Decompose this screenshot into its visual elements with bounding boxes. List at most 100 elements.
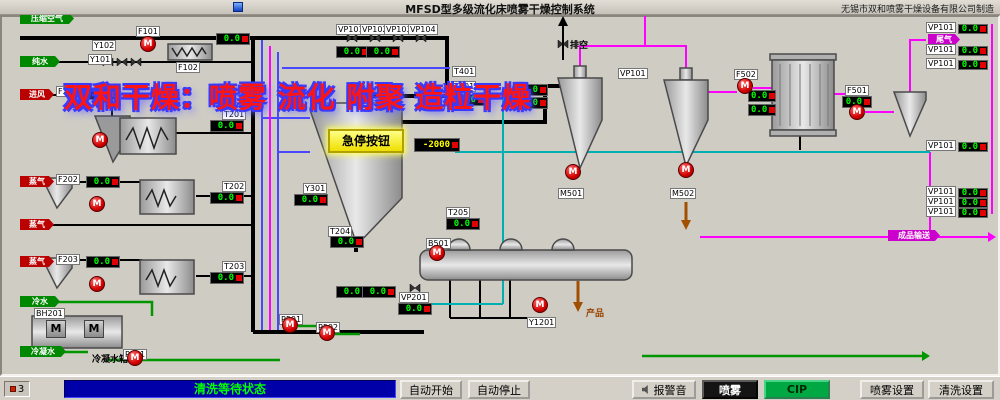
- unit-tag-icon: [392, 49, 398, 55]
- unit-tag-icon: [112, 179, 118, 185]
- value-display: 0.0: [336, 286, 370, 298]
- value-display: 0.0: [958, 24, 988, 34]
- unit-tag-icon: [980, 62, 986, 68]
- motor-icon[interactable]: M: [737, 78, 753, 94]
- page-title: MFSD型多级流化床喷雾干燥控制系统: [405, 3, 595, 16]
- unit-tag-icon: [980, 26, 986, 32]
- value-display: 0.0: [330, 236, 364, 248]
- motor-icon[interactable]: M: [92, 132, 108, 148]
- equipment-tag: VP101: [926, 22, 956, 33]
- unit-tag-icon: [540, 87, 546, 93]
- spray-button[interactable]: 喷雾: [702, 380, 758, 399]
- equipment-tag: T401: [452, 66, 477, 77]
- auto-stop-button[interactable]: 自动停止: [468, 380, 530, 399]
- unit-tag-icon: [769, 93, 776, 99]
- equipment-tag: F202: [56, 174, 80, 185]
- unit-tag-icon: [320, 197, 326, 203]
- value-display: 0.0: [86, 88, 120, 100]
- unit-tag-icon: [388, 289, 394, 295]
- button-label: 喷雾设置: [870, 383, 914, 397]
- equipment-tag: Y101: [88, 54, 113, 65]
- clean-settings-button[interactable]: 清洗设置: [928, 380, 994, 399]
- button-label: 报警音: [653, 383, 687, 397]
- value-display: 0.0: [748, 104, 776, 116]
- flow-label: 蒸气: [20, 256, 54, 267]
- equipment-tag: VP101: [926, 44, 956, 55]
- auto-start-button[interactable]: 自动开始: [400, 380, 462, 399]
- equipment-tag: VP101: [618, 68, 648, 79]
- spray-settings-button[interactable]: 喷雾设置: [860, 380, 924, 399]
- value-display: 0.0: [958, 60, 988, 70]
- value-display: 0.0: [958, 188, 988, 198]
- agitator-icon: M: [84, 320, 104, 338]
- motor-icon[interactable]: M: [849, 104, 865, 120]
- value-display: 0.0: [398, 303, 432, 315]
- unit-tag-icon: [424, 306, 430, 312]
- emergency-stop-button[interactable]: 急停按钮: [328, 129, 404, 153]
- motor-icon[interactable]: M: [532, 297, 548, 313]
- motor-icon[interactable]: M: [89, 276, 105, 292]
- unit-tag-icon: [478, 97, 484, 103]
- equipment-tag: Y1201: [527, 317, 557, 328]
- motor-icon[interactable]: M: [319, 325, 335, 341]
- equipment-tag: VP104: [408, 24, 438, 35]
- equipment-tag: BH201: [34, 308, 65, 319]
- unit-tag-icon: [112, 91, 118, 97]
- equipment-tag: T101: [452, 81, 477, 92]
- equipment-tag: F201: [56, 86, 80, 97]
- value-display: 0.0: [958, 208, 988, 218]
- alarm-sound-button[interactable]: 报警音: [632, 380, 696, 399]
- value-display: 0.0: [216, 33, 250, 45]
- unit-tag-icon: [236, 123, 242, 129]
- value-display: 0.0: [958, 46, 988, 56]
- equipment-tag: T202: [222, 181, 247, 192]
- value-display: 0.0: [210, 192, 244, 204]
- diagram-label: 产品: [586, 309, 605, 319]
- cip-button[interactable]: CIP: [764, 380, 830, 399]
- unit-tag-icon: [980, 48, 986, 54]
- motor-icon[interactable]: M: [429, 245, 445, 261]
- indicator-value: 3: [17, 383, 25, 395]
- equipment-tag: VP201: [399, 292, 429, 303]
- unit-tag-icon: [980, 210, 986, 216]
- motor-icon[interactable]: M: [565, 164, 581, 180]
- unit-tag-icon: [540, 100, 546, 106]
- motor-icon[interactable]: M: [127, 350, 143, 366]
- value-display: 0.0: [748, 90, 776, 102]
- motor-icon[interactable]: M: [89, 196, 105, 212]
- speaker-icon: [641, 385, 648, 394]
- button-label: 喷雾: [719, 383, 741, 397]
- status-indicator[interactable]: 3: [4, 381, 30, 397]
- unit-tag-icon: [980, 190, 986, 196]
- motor-icon[interactable]: M: [678, 162, 694, 178]
- value-display: 0.0: [294, 194, 328, 206]
- equipment-tag: VP101: [926, 140, 956, 151]
- button-label: CIP: [786, 383, 808, 396]
- value-display: 0.0: [514, 97, 548, 109]
- equipment-tag: M502: [670, 188, 697, 199]
- flow-label: 压缩空气: [20, 13, 74, 24]
- value-display: 0.0: [514, 84, 548, 96]
- unit-tag-icon: [980, 200, 986, 206]
- value-display: 0.0: [452, 94, 486, 106]
- unit-tag-icon: [864, 99, 870, 105]
- value-display: -2000: [414, 138, 460, 152]
- unit-tag-icon: [769, 107, 776, 113]
- value-display: 0.0: [958, 198, 988, 208]
- unit-tag-icon: [980, 144, 986, 150]
- indicator-dot-icon: [9, 386, 16, 392]
- equipment-tag: VP101: [926, 206, 956, 217]
- flow-label: 尾气: [928, 34, 960, 45]
- flow-label: 冷水: [20, 296, 60, 307]
- equipment-tag: T201: [222, 109, 247, 120]
- equipment-tag: VP101: [926, 58, 956, 69]
- value-display: 0.0: [336, 46, 370, 58]
- unit-tag-icon: [356, 239, 362, 245]
- motor-icon[interactable]: M: [282, 317, 298, 333]
- unit-tag-icon: [472, 221, 478, 227]
- button-label: 自动开始: [409, 383, 453, 397]
- value-display: 0.0: [362, 286, 396, 298]
- motor-icon[interactable]: M: [140, 36, 156, 52]
